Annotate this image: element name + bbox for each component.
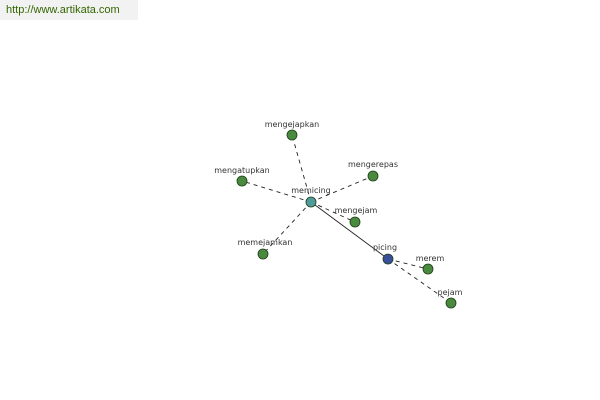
node-label-mengejapkan: mengejapkan <box>265 120 319 129</box>
node-dot-memejamkan[interactable] <box>257 248 269 260</box>
node-mengerepas[interactable]: mengerepas <box>348 160 398 182</box>
node-label-mengerepas: mengerepas <box>348 160 398 169</box>
node-label-memejamkan: memejamkan <box>238 238 293 247</box>
node-mengatupkan[interactable]: mengatupkan <box>214 166 270 187</box>
node-label-memicing: memicing <box>291 186 331 195</box>
node-dot-memicing[interactable] <box>305 196 317 208</box>
edge-picing-merem <box>387 258 429 270</box>
node-merem[interactable]: merem <box>416 254 445 275</box>
node-label-mengejam: mengejam <box>335 206 378 215</box>
node-memejamkan[interactable]: memejamkan <box>238 238 293 260</box>
edge-picing-pejam <box>387 258 452 304</box>
node-label-pejam: pejam <box>438 288 463 297</box>
node-label-picing: picing <box>373 243 397 252</box>
node-dot-mengerepas[interactable] <box>367 170 379 182</box>
node-dot-mengatupkan[interactable] <box>236 175 248 187</box>
node-mengejapkan[interactable]: mengejapkan <box>265 120 319 141</box>
site-url-text: http://www.artikata.com <box>6 4 120 16</box>
site-url-banner[interactable]: http://www.artikata.com <box>0 0 138 20</box>
edge-memicing-memejamkan <box>262 201 312 255</box>
edge-memicing-mengerepas <box>310 175 374 203</box>
node-label-mengatupkan: mengatupkan <box>214 166 270 175</box>
node-picing[interactable]: picing <box>373 243 397 265</box>
node-dot-mengejam[interactable] <box>349 216 361 228</box>
node-mengejam[interactable]: mengejam <box>335 206 378 228</box>
node-label-merem: merem <box>416 254 445 263</box>
node-dot-pejam[interactable] <box>445 297 457 309</box>
node-memicing[interactable]: memicing <box>291 186 331 208</box>
node-dot-picing[interactable] <box>382 253 394 265</box>
node-dot-mengejapkan[interactable] <box>286 129 298 141</box>
graph-nodes: memicing picing mengejapkan mengatupkan meng… <box>214 120 463 309</box>
edge-memicing-picing <box>310 201 389 260</box>
edge-memicing-mengejapkan <box>291 134 312 203</box>
node-dot-merem[interactable] <box>422 263 434 275</box>
edge-memicing-mengejam <box>310 201 356 223</box>
graph-edges <box>241 134 452 304</box>
node-pejam[interactable]: pejam <box>438 288 463 309</box>
